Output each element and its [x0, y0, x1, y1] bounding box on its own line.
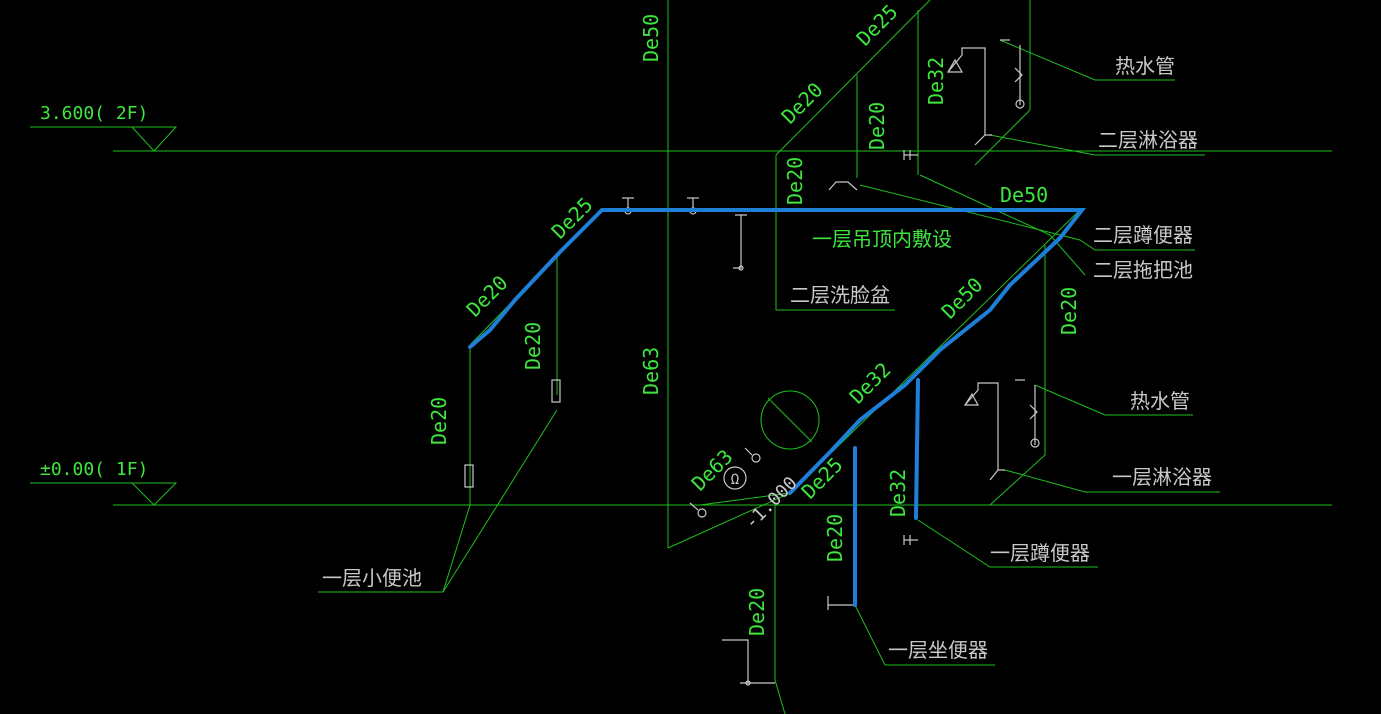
diag-hot-lower [989, 454, 1046, 506]
callout-shower-2f: 二层淋浴器 [1098, 128, 1198, 152]
leader-shower-2f [989, 134, 1205, 156]
lower-diag [667, 492, 791, 549]
label-de20-low: De20 [823, 514, 847, 562]
meter-slash [767, 397, 813, 443]
leader-hot-1f [1034, 384, 1193, 416]
leader-urinal-b [442, 409, 558, 593]
lower-branch [699, 492, 791, 506]
label-de20-bottom: De20 [745, 588, 769, 636]
callout-basin-2f: 二层洗脸盆 [790, 283, 890, 307]
callout-toilet-1f: 一层坐便器 [888, 638, 988, 662]
label-de50-top: De50 [639, 14, 663, 62]
leader-toilet-1f [854, 604, 995, 666]
level-marker-2f [30, 126, 178, 152]
label-de32-top: De32 [924, 57, 948, 105]
leader-mop-2f [919, 174, 1086, 276]
highlight-de32 [914, 378, 920, 520]
callout-squat-1f: 一层蹲便器 [990, 541, 1090, 565]
level-marker-1f [30, 482, 178, 506]
meter-circle [760, 390, 820, 450]
leader-shower-1f [1004, 469, 1220, 493]
upper-diagonal [775, 0, 931, 156]
callout-shower-1f: 一层淋浴器 [1112, 465, 1212, 489]
meter-symbol: Ω [731, 472, 739, 488]
leader-squat-2f [859, 184, 1195, 251]
leader-hot-2f [999, 39, 1175, 81]
highlight-strokes [468, 208, 1087, 607]
callout-mop-2f: 二层拖把池 [1093, 258, 1193, 282]
callout-urinal-1f: 一层小便池 [322, 566, 422, 590]
label-de20-far-left: De20 [427, 397, 451, 445]
highlight-main [468, 208, 1087, 495]
label-de20-b: De20 [865, 102, 889, 150]
riser-de20-end [774, 679, 786, 714]
level-lines [30, 126, 1332, 506]
callout-hot-water-1f: 热水管 [1130, 389, 1190, 413]
label-de50-right: De50 [1000, 183, 1048, 207]
level-label-1f: ±0.00( 1F) [40, 459, 148, 480]
callout-hot-water-2f: 热水管 [1115, 54, 1175, 78]
leader-basin-2f [775, 268, 895, 311]
leader-squat-1f [917, 519, 1098, 568]
label-de20-right: De20 [1057, 287, 1081, 335]
label-de20-c: De20 [783, 157, 807, 205]
label-de63-main: De63 [639, 347, 663, 395]
callout-ceiling: 一层吊顶内敷设 [812, 227, 952, 251]
callout-labels: 热水管 二层淋浴器 二层蹲便器 二层拖把池 热水管 一层淋浴器 一层蹲便器 二层… [322, 54, 1212, 662]
label-de32-low: De32 [886, 469, 910, 517]
callout-squat-2f: 二层蹲便器 [1093, 223, 1193, 247]
label-de20-left-vert: De20 [521, 322, 545, 370]
level-label-2f: 3.600( 2F) [40, 103, 148, 124]
